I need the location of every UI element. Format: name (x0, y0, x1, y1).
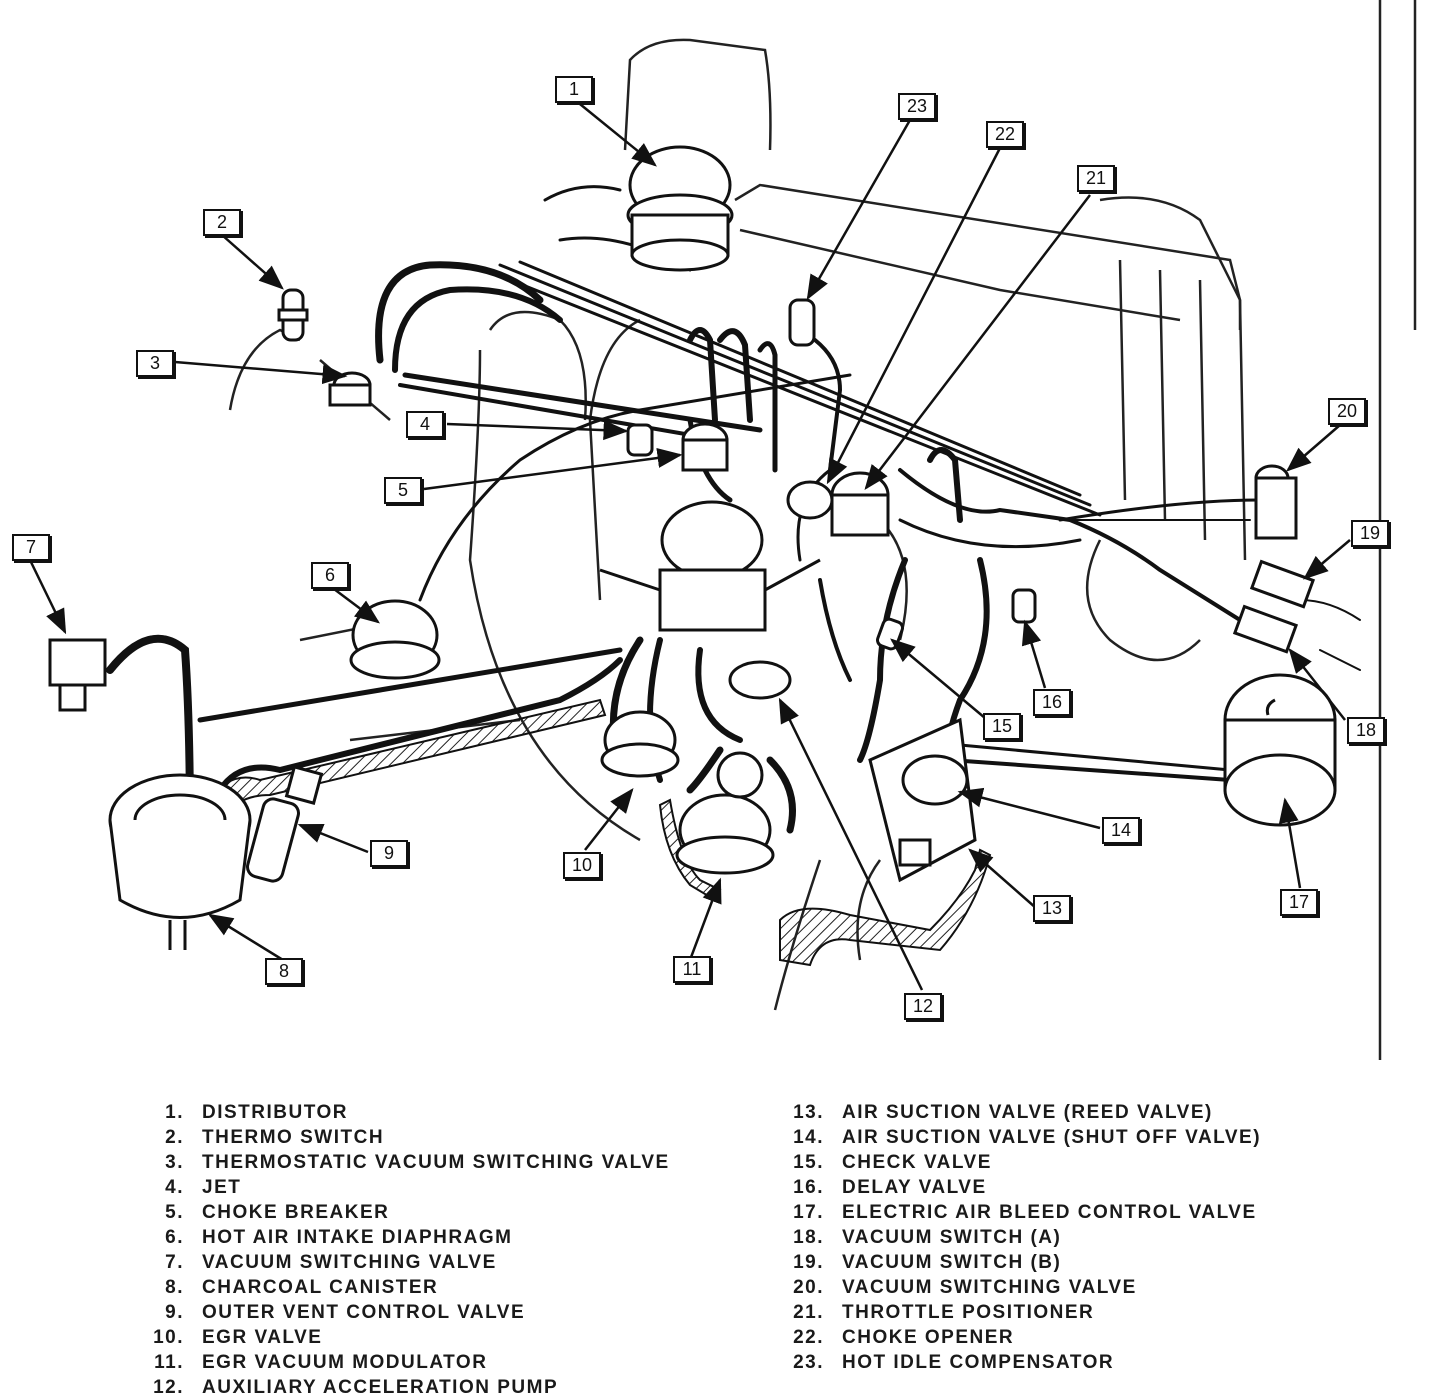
callout-18: 18 (1347, 717, 1385, 744)
thermo-switch-shape (277, 288, 309, 342)
legend-item-4: 4.JET (165, 1177, 242, 1198)
callout-5: 5 (384, 477, 422, 504)
legend-item-14: 14.AIR SUCTION VALVE (SHUT OFF VALVE) (793, 1127, 1262, 1148)
distributor-shape (626, 145, 734, 272)
legend-item-9: 9.OUTER VENT CONTROL VALVE (165, 1302, 526, 1323)
legend-left-column: 1.DISTRIBUTOR 2.THERMO SWITCH 3.THERMOST… (140, 1100, 670, 1400)
vsv-20-shape (1254, 464, 1298, 540)
legend-item-7: 7.VACUUM SWITCHING VALVE (165, 1252, 497, 1273)
egr-valve-shape (600, 710, 680, 778)
callout-20: 20 (1328, 398, 1366, 425)
hot-idle-compensator-shape (788, 298, 816, 347)
callout-15: 15 (983, 713, 1021, 740)
accel-pump-shape (728, 660, 792, 700)
callout-14: 14 (1102, 817, 1140, 844)
carburetor-shape (599, 500, 821, 632)
legend-right-column: 13.AIR SUCTION VALVE (REED VALVE) 14.AIR… (780, 1100, 1261, 1375)
callout-22: 22 (986, 121, 1024, 148)
legend-item-12: 12.AUXILIARY ACCELERATION PUMP (153, 1377, 559, 1398)
shutoff-valve-shape (901, 754, 969, 806)
callout-4: 4 (406, 411, 444, 438)
callout-16: 16 (1033, 689, 1071, 716)
callout-8: 8 (265, 958, 303, 985)
jet-shape (626, 423, 654, 457)
legend-item-16: 16.DELAY VALVE (793, 1177, 987, 1198)
leader-lines (28, 99, 1351, 991)
callout-11: 11 (673, 956, 711, 983)
callout-2: 2 (203, 209, 241, 236)
legend-item-3: 3.THERMOSTATIC VACUUM SWITCHING VALVE (165, 1152, 670, 1173)
callout-12: 12 (904, 993, 942, 1020)
choke-opener-shape (786, 480, 834, 520)
callout-7: 7 (12, 534, 50, 561)
callout-9: 9 (370, 840, 408, 867)
callout-17: 17 (1280, 889, 1318, 916)
legend-item-19: 19.VACUUM SWITCH (B) (793, 1252, 1062, 1273)
legend-item-5: 5.CHOKE BREAKER (165, 1202, 390, 1223)
callout-19: 19 (1351, 520, 1389, 547)
canister-shape (108, 773, 252, 950)
delay-valve-shape (1011, 588, 1037, 624)
callout-23: 23 (898, 93, 936, 120)
components (48, 145, 1337, 950)
callout-3: 3 (136, 350, 174, 377)
vacuum-switch-a-shape (1232, 604, 1299, 654)
legend-item-15: 15.CHECK VALVE (793, 1152, 992, 1173)
callout-6: 6 (311, 562, 349, 589)
legend-item-6: 6.HOT AIR INTAKE DIAPHRAGM (165, 1227, 513, 1248)
vacuum-switch-b-shape (1249, 559, 1316, 609)
legend-item-18: 18.VACUUM SWITCH (A) (793, 1227, 1062, 1248)
legend-item-13: 13.AIR SUCTION VALVE (REED VALVE) (793, 1102, 1213, 1123)
callout-1: 1 (555, 76, 593, 103)
callout-13: 13 (1033, 895, 1071, 922)
vsv-7-shape (48, 638, 107, 712)
legend-item-11: 11.EGR VACUUM MODULATOR (154, 1352, 488, 1373)
engine-block (228, 0, 1417, 1060)
egr-modulator-shape (675, 751, 775, 875)
choke-breaker-shape (681, 422, 729, 472)
legend-item-8: 8.CHARCOAL CANISTER (165, 1277, 439, 1298)
legend-item-23: 23.HOT IDLE COMPENSATOR (793, 1352, 1115, 1373)
callout-21: 21 (1077, 165, 1115, 192)
tvsv-shape (328, 371, 372, 407)
legend-item-20: 20.VACUUM SWITCHING VALVE (793, 1277, 1137, 1298)
callout-10: 10 (563, 852, 601, 879)
legend-item-1: 1.DISTRIBUTOR (165, 1102, 348, 1123)
eabcv-shape (1223, 673, 1337, 827)
legend-item-22: 22.CHOKE OPENER (793, 1327, 1015, 1348)
legend-item-10: 10.EGR VALVE (153, 1327, 323, 1348)
legend-item-21: 21.THROTTLE POSITIONER (793, 1302, 1095, 1323)
legend-item-17: 17.ELECTRIC AIR BLEED CONTROL VALVE (793, 1202, 1257, 1223)
throttle-positioner-shape (830, 471, 890, 537)
legend-item-2: 2.THERMO SWITCH (165, 1127, 385, 1148)
engine-vacuum-diagram (28, 0, 1417, 1060)
outer-vent-valve-shape (246, 765, 324, 883)
